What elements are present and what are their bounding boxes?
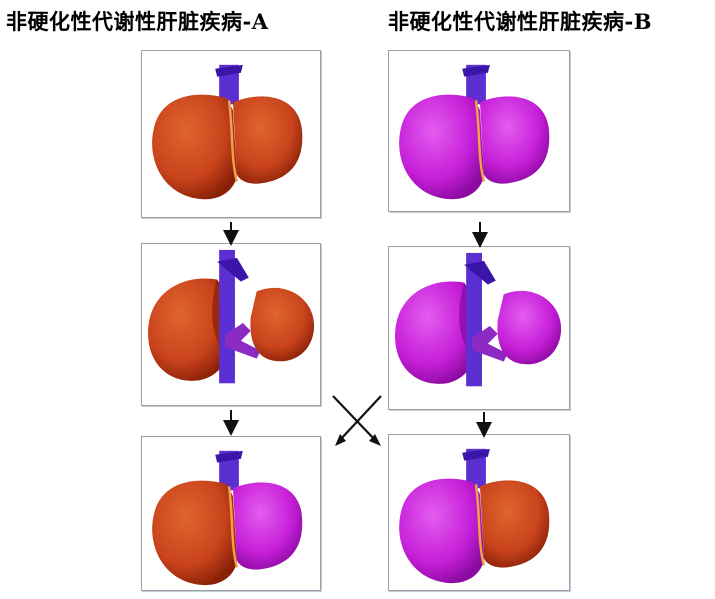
falciform-ligament: [474, 484, 486, 566]
panel-a-mid: [141, 243, 321, 406]
panel-b-bottom: [388, 434, 570, 591]
portal-vein: [225, 323, 261, 359]
hepatic-vein: [464, 260, 496, 285]
left-lobe: [399, 94, 484, 200]
panel-a-bottom: [141, 436, 321, 591]
liver-whole-purple: [399, 64, 550, 200]
right-lobe: [497, 290, 562, 365]
panel-a-top: [141, 50, 321, 218]
vena-cava: [466, 252, 482, 387]
right-lobe: [232, 96, 303, 184]
cross-arrow-to-a: [335, 395, 382, 446]
falciform-ligament: [474, 100, 486, 182]
right-lobe: [479, 96, 550, 184]
liver-split-purple: [395, 252, 562, 387]
falciform-ligament: [227, 100, 239, 182]
right-lobe: [232, 482, 303, 570]
right-lobe: [479, 480, 550, 568]
portal-vein: [472, 326, 508, 362]
falciform-ligament: [227, 486, 239, 568]
title-a: 非硬化性代谢性肝脏疾病-A: [6, 9, 269, 34]
left-lobe: [148, 278, 230, 381]
left-lobe: [399, 478, 484, 584]
liver-whole-red-purple: [152, 450, 303, 586]
vessel-branch: [215, 64, 243, 77]
cross-arrow-to-b: [332, 395, 381, 446]
vena-cava: [219, 249, 235, 384]
liver-whole-red: [152, 64, 303, 200]
liver-whole-purple-red: [399, 448, 550, 584]
vessel-branch: [462, 448, 490, 461]
liver-split-red: [148, 249, 315, 384]
vessel-branch: [462, 64, 490, 77]
panel-b-mid: [388, 246, 570, 410]
title-b: 非硬化性代谢性肝脏疾病-B: [388, 9, 652, 34]
right-lobe: [250, 287, 315, 362]
hepatic-vein: [217, 257, 249, 282]
left-lobe: [152, 480, 237, 586]
left-lobe: [152, 94, 237, 200]
panel-b-top: [388, 50, 570, 212]
left-lobe: [395, 281, 477, 384]
